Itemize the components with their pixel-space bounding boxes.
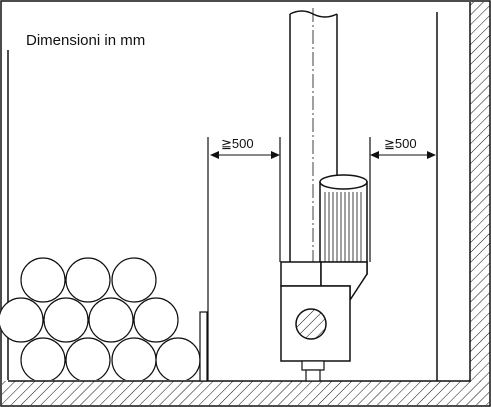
right-wall: [469, 2, 490, 382]
dimension-label-left: ≧500: [221, 136, 254, 151]
log-stack: [0, 257, 200, 380]
dimension-arrow-left: [210, 137, 281, 262]
motor: [319, 174, 368, 275]
dimension-label-right: ≧500: [384, 136, 417, 151]
floor: [2, 380, 489, 405]
units-label: Dimensioni in mm: [26, 32, 145, 49]
gearbox-housing: [280, 261, 368, 382]
shaft-section: [295, 308, 327, 340]
dimension-arrow-right: [369, 137, 436, 262]
separator-plate: [199, 311, 208, 382]
